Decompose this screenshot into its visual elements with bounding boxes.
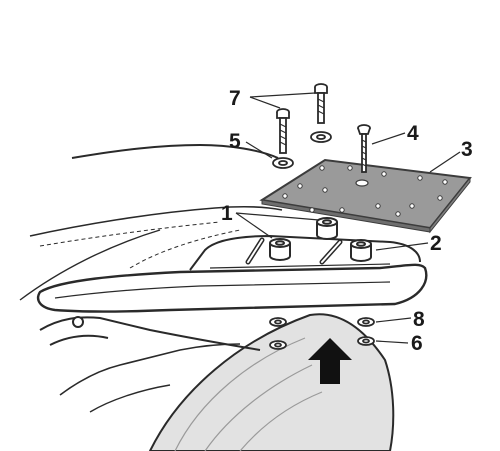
spacers bbox=[269, 217, 372, 262]
callout-1: 1 bbox=[221, 202, 233, 225]
bolts bbox=[276, 83, 371, 173]
rear-light bbox=[148, 313, 395, 451]
mounting-plate bbox=[259, 158, 472, 234]
leader-lines bbox=[235, 92, 461, 344]
callout-6: 6 bbox=[411, 332, 423, 355]
side-frame bbox=[39, 316, 261, 413]
callout-7: 7 bbox=[229, 87, 241, 110]
callout-2: 2 bbox=[430, 232, 442, 255]
washers bbox=[269, 131, 375, 350]
callout-8: 8 bbox=[413, 308, 425, 331]
up-arrow-icon bbox=[308, 338, 352, 384]
callout-3: 3 bbox=[461, 138, 473, 161]
callout-5: 5 bbox=[229, 130, 241, 153]
callout-4: 4 bbox=[407, 122, 419, 145]
frame-bolt bbox=[72, 316, 84, 328]
seat bbox=[19, 143, 283, 301]
